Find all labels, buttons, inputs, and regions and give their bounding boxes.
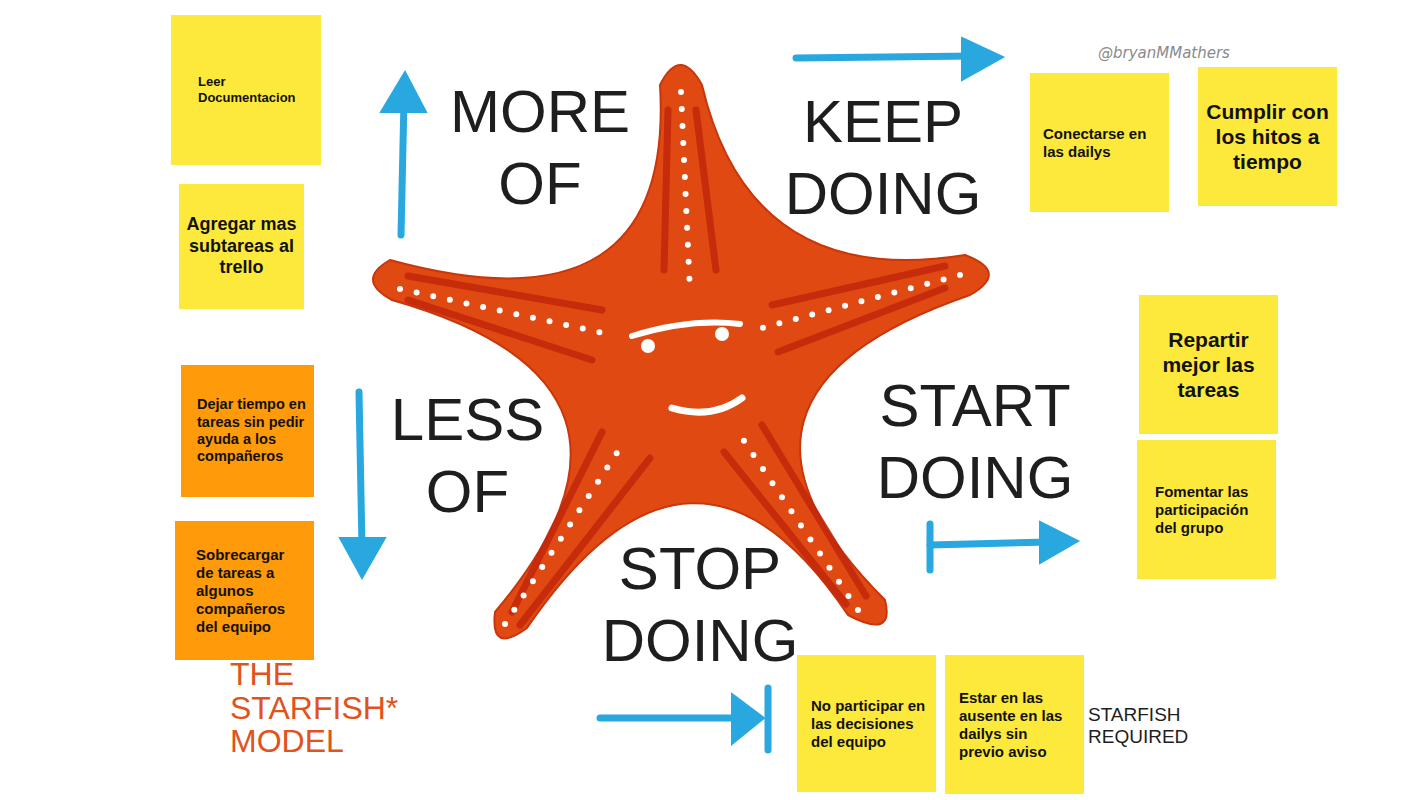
section-heading: MORE OF	[440, 76, 640, 220]
dot-row	[400, 289, 608, 334]
watermark: @bryanMMathers	[1098, 44, 1258, 62]
sticky-note: No participar en las decisiones del equi…	[797, 655, 936, 792]
stop-arrow-bar	[765, 688, 772, 750]
note-text: Fomentar las participación del grupo	[1155, 483, 1268, 537]
starfish-smile	[672, 398, 742, 412]
stripe	[778, 288, 945, 352]
sticky-note: Dejar tiempo en tareas sin pedir ayuda a…	[181, 365, 314, 497]
dot-row	[505, 442, 624, 624]
right-arrow-head	[962, 38, 1003, 80]
note-text: Estar en las ausente en las dailys sin p…	[959, 689, 1076, 761]
sticky-note: Conectarse en las dailys	[1030, 73, 1169, 212]
note-text: Leer Documentacion	[198, 74, 309, 105]
stripe	[664, 110, 668, 270]
note-text: Repartir mejor las tareas	[1147, 327, 1270, 403]
model-note: THE STARFISH* MODEL	[230, 658, 415, 759]
sticky-note: Fomentar las participación del grupo	[1137, 440, 1276, 579]
sticky-note: Cumplir con los hitos a tiempo	[1198, 67, 1337, 206]
stripe	[512, 432, 602, 612]
sticky-note: Repartir mejor las tareas	[1139, 295, 1278, 434]
down-arrow-shaft	[359, 392, 362, 548]
stop-arrow-head	[732, 694, 764, 744]
dot-row	[681, 92, 690, 292]
note-text: Agregar mas subtareas al trello	[186, 214, 297, 279]
section-heading: STOP DOING	[590, 533, 810, 677]
up-arrow-shaft	[401, 100, 404, 235]
down-arrow-head	[340, 538, 385, 578]
up-arrow-head	[381, 72, 426, 112]
start-arrow-head	[1040, 522, 1078, 563]
starfish-eye	[641, 339, 655, 353]
sticky-note: Agregar mas subtareas al trello	[179, 184, 304, 309]
stop-arrow-shaft	[600, 715, 740, 722]
model-note: STARFISH REQUIRED	[1088, 704, 1203, 748]
sticky-note: Estar en las ausente en las dailys sin p…	[945, 655, 1084, 794]
stripe	[696, 110, 716, 270]
dot-row	[762, 275, 960, 328]
starfish-eye	[715, 327, 729, 341]
sticky-note: Sobrecargar de tareas a algunos compañer…	[175, 521, 314, 660]
note-text: No participar en las decisiones del equi…	[811, 697, 928, 751]
stripe	[408, 276, 602, 310]
section-heading: LESS OF	[380, 384, 555, 528]
note-text: Dejar tiempo en tareas sin pedir ayuda a…	[197, 396, 306, 466]
note-text: Cumplir con los hitos a tiempo	[1206, 99, 1329, 175]
sticky-note: Leer Documentacion	[171, 15, 321, 165]
section-heading: KEEP DOING	[768, 86, 998, 230]
section-heading: START DOING	[850, 370, 1100, 514]
note-text: Conectarse en las dailys	[1043, 125, 1159, 161]
start-arrow-shaft	[930, 542, 1050, 545]
right-arrow-shaft	[796, 56, 975, 58]
note-text: Sobrecargar de tareas a algunos compañer…	[196, 546, 306, 636]
